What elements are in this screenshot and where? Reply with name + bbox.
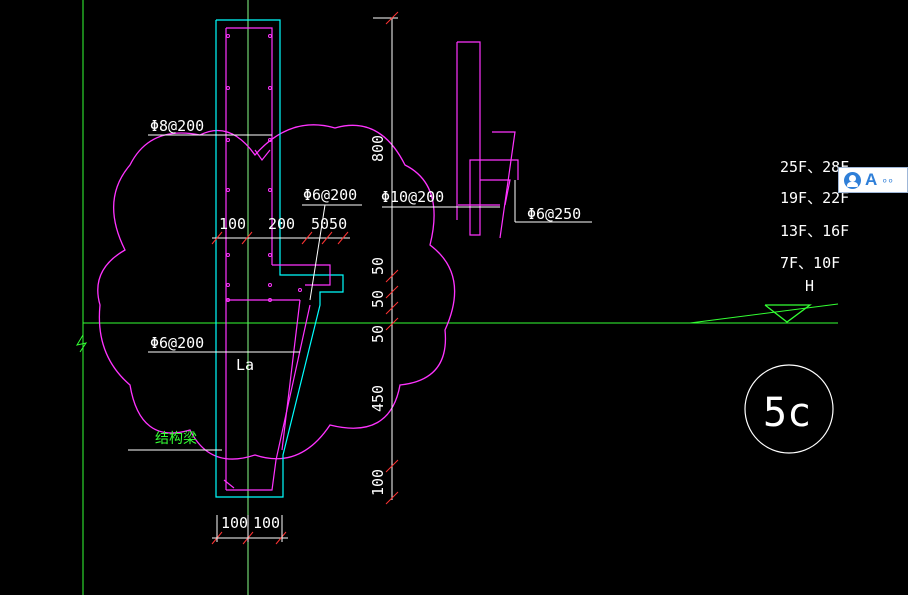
anchor-label: La	[236, 356, 254, 374]
elevation-symbol: H	[805, 277, 814, 295]
rebar-label-bottom-left: Φ6@200	[150, 334, 204, 352]
dim-h-bottom-a: 100	[221, 514, 248, 532]
floating-toolbar[interactable]: A ∘∘	[838, 167, 908, 193]
dim-h-200: 200	[268, 215, 295, 233]
more-dots-icon[interactable]: ∘∘	[881, 174, 894, 187]
letter-a-icon[interactable]: A	[865, 170, 878, 189]
detail-bubble	[744, 364, 834, 454]
axis-lines	[75, 0, 839, 595]
rebar-dots	[226, 34, 302, 302]
detail-id: 5c	[763, 390, 811, 436]
rebar-label-top-left: Φ8@200	[150, 117, 204, 135]
floor-label-1: 25F、28F	[780, 158, 849, 176]
user-icon[interactable]	[844, 171, 861, 189]
floor-label-4: 7F、10F	[780, 254, 840, 272]
dim-h-100: 100	[219, 215, 246, 233]
floor-label-2: 19F、22F	[780, 189, 849, 207]
dim-v-100: 100	[369, 469, 387, 496]
dim-h-5050: 5050	[311, 215, 347, 233]
dim-h-bottom-b: 100	[253, 514, 280, 532]
rebar-label-middle-left: Φ6@200	[303, 186, 357, 204]
leader-lines	[128, 17, 592, 451]
rebar-group	[223, 27, 519, 491]
beam-label: 结构梁	[155, 431, 197, 447]
elevation-triangle-icon	[764, 304, 812, 323]
vertical-dimension-line	[385, 11, 399, 505]
dim-v-50-a: 50	[369, 257, 387, 275]
revision-cloud	[97, 124, 456, 460]
dim-v-50-c: 50	[369, 325, 387, 343]
dim-v-50-b: 50	[369, 290, 387, 308]
rebar-label-right-b: Φ6@250	[527, 205, 581, 223]
dim-v-450: 450	[369, 385, 387, 412]
rebar-label-right-a: Φ10@200	[381, 188, 444, 206]
dim-v-800: 800	[369, 135, 387, 162]
section-outline	[215, 19, 344, 498]
horizontal-dimension-lines	[211, 231, 350, 545]
floor-label-3: 13F、16F	[780, 222, 849, 240]
